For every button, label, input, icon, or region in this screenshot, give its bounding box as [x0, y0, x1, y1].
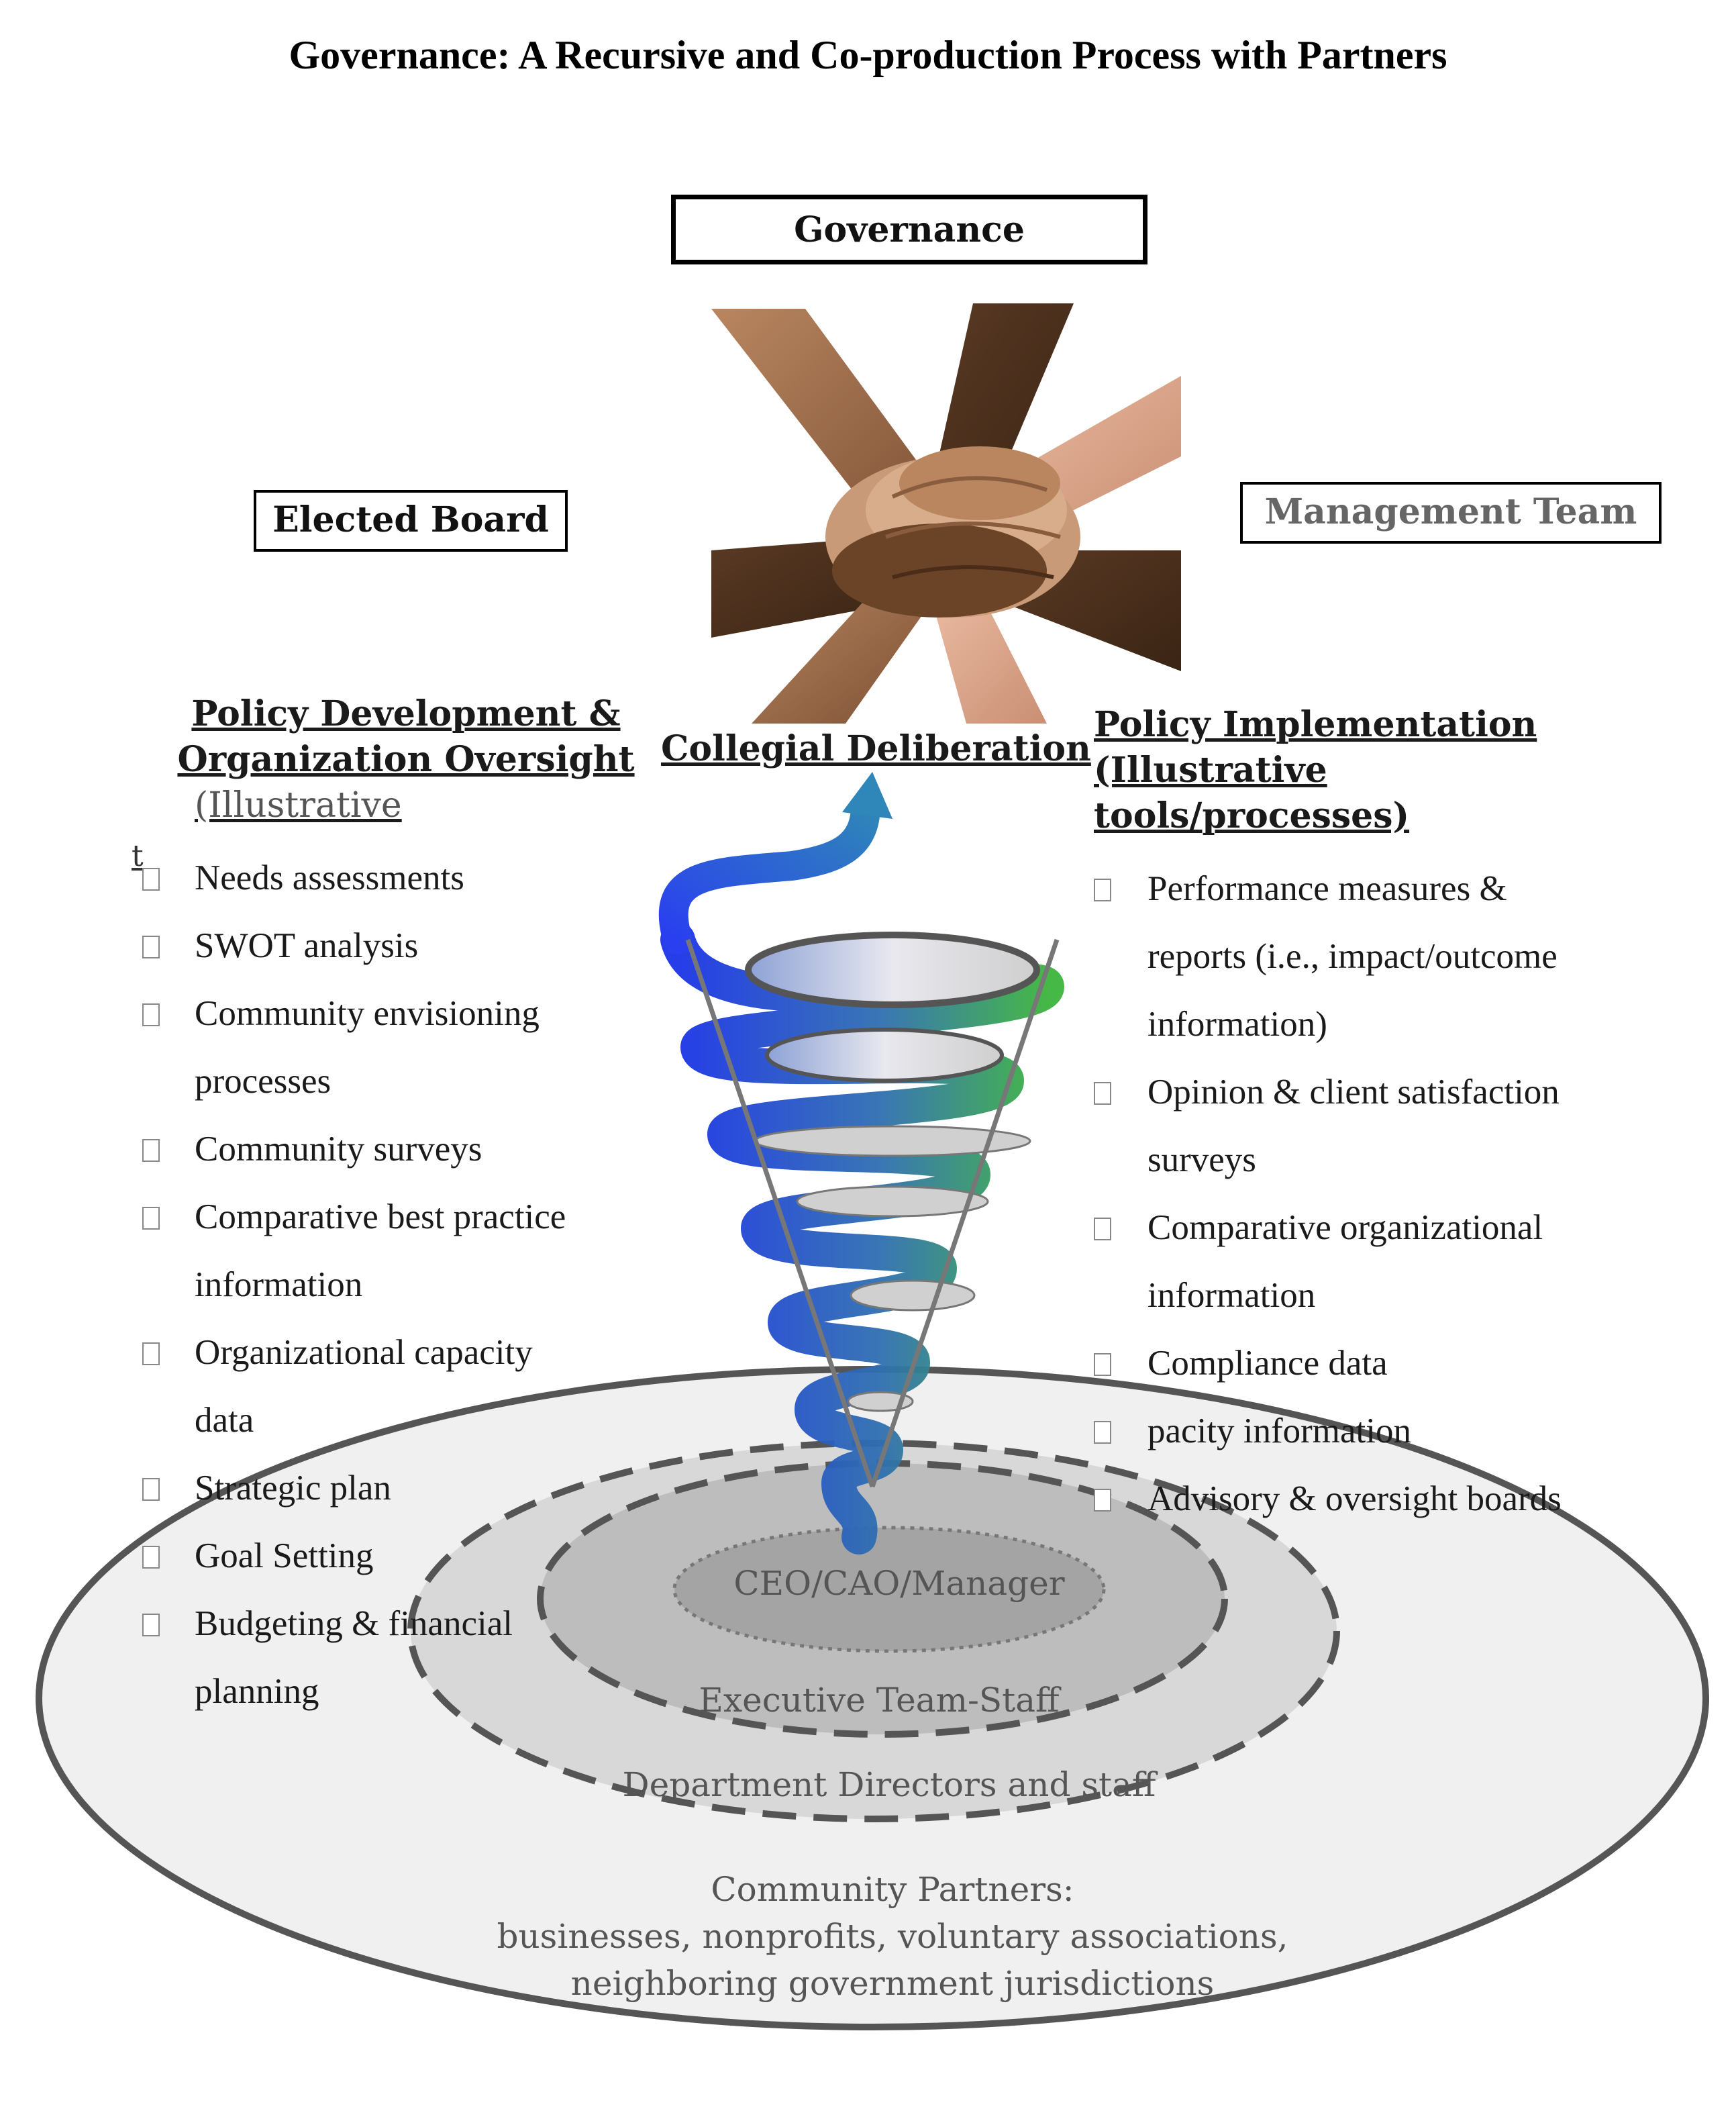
list-item: Budgeting & financial [142, 1590, 678, 1658]
list-item: Goal Setting [142, 1522, 678, 1590]
checkbox-icon [142, 1478, 160, 1501]
hands-stacked-icon [711, 303, 1181, 724]
funnel-disk [847, 1391, 914, 1412]
funnel-disk [796, 1185, 989, 1218]
right-heading-line1: Policy Implementation [1094, 704, 1537, 745]
department-directors-label: Department Directors and staff [622, 1765, 1156, 1804]
funnel-line-left [685, 938, 875, 1488]
list-item: Comparative organizational [1094, 1194, 1657, 1262]
checkbox-icon [142, 1342, 160, 1365]
checkbox-icon [1094, 1218, 1111, 1240]
funnel-disk [765, 1028, 1004, 1083]
right-heading-line3: tools/processes) [1094, 795, 1410, 836]
community-partners-line1: Community Partners: [711, 1870, 1074, 1909]
checkbox-icon [142, 1207, 160, 1230]
checkbox-icon [1094, 1421, 1111, 1444]
list-item: Needs assessments [142, 844, 678, 912]
checkbox-icon [142, 1003, 160, 1026]
list-item-continuation: surveys [1147, 1140, 1256, 1179]
left-heading-line3: (Illustrative [195, 785, 402, 826]
list-item-continuation: reports (i.e., impact/outcome [1147, 937, 1558, 976]
policy-development-tools-list: Needs assessments SWOT analysis Communit… [142, 844, 678, 1726]
list-item: Compliance data [1094, 1330, 1657, 1397]
list-item: Comparative best practice [142, 1183, 678, 1251]
list-item-continuation: information [195, 1265, 363, 1304]
community-partners-line3: neighboring government jurisdictions [570, 1964, 1215, 2003]
left-column-heading: Policy Development & Organization Oversi… [174, 691, 637, 828]
list-item: Community surveys [142, 1116, 678, 1183]
checkbox-icon [1094, 1082, 1111, 1105]
stray-mark: t [132, 839, 144, 873]
spiral-arrow [658, 791, 880, 954]
checkbox-icon [1094, 1353, 1111, 1376]
right-column-heading: Policy Implementation (Illustrative tool… [1094, 702, 1564, 839]
list-item-continuation: information [1147, 1276, 1316, 1315]
funnel-disk [745, 932, 1040, 1008]
list-item-continuation: data [195, 1401, 254, 1440]
checkbox-icon [142, 936, 160, 958]
spiral-arrowhead [842, 772, 892, 819]
ceo-core [672, 1526, 1106, 1653]
right-heading-line2: (Illustrative [1094, 750, 1327, 791]
list-item: Community envisioning [142, 980, 678, 1048]
left-heading-line1: Policy Development & [191, 693, 621, 734]
list-item-continuation: planning [195, 1672, 319, 1711]
ceo-label: CEO/CAO/Manager [733, 1564, 1065, 1603]
collegial-deliberation-heading: Collegial Deliberation [661, 728, 1091, 769]
list-item-continuation: processes [195, 1062, 331, 1101]
list-item: Opinion & client satisfaction [1094, 1058, 1657, 1126]
list-item: Advisory & oversight boards [1094, 1465, 1657, 1533]
community-partners-line2: businesses, nonprofits, voluntary associ… [497, 1917, 1288, 1956]
policy-implementation-tools-list: Performance measures & reports (i.e., im… [1094, 855, 1657, 1533]
checkbox-icon [142, 1546, 160, 1569]
list-item-continuation: information) [1147, 1005, 1327, 1044]
checkbox-icon [142, 1614, 160, 1636]
list-item: Performance measures & [1094, 855, 1657, 923]
list-item: pacity information [1094, 1397, 1657, 1465]
page-title: Governance: A Recursive and Co-productio… [289, 33, 1447, 77]
left-heading-line2: Organization Oversight [177, 739, 635, 780]
list-item: Organizational capacity [142, 1319, 678, 1387]
checkbox-icon [1094, 1489, 1111, 1512]
list-item: Strategic plan [142, 1454, 678, 1522]
checkbox-icon [1094, 879, 1111, 901]
management-team-box: Management Team [1240, 482, 1662, 544]
funnel-disk [850, 1279, 976, 1312]
governance-box: Governance [671, 195, 1147, 264]
checkbox-icon [142, 868, 160, 891]
checkbox-icon [142, 1139, 160, 1162]
list-item: SWOT analysis [142, 912, 678, 980]
elected-board-box: Elected Board [254, 490, 568, 552]
funnel-line-right [870, 938, 1060, 1488]
community-partners-label: Community Partners: businesses, nonprofi… [403, 1866, 1382, 2007]
executive-team-label: Executive Team-Staff [699, 1681, 1060, 1720]
